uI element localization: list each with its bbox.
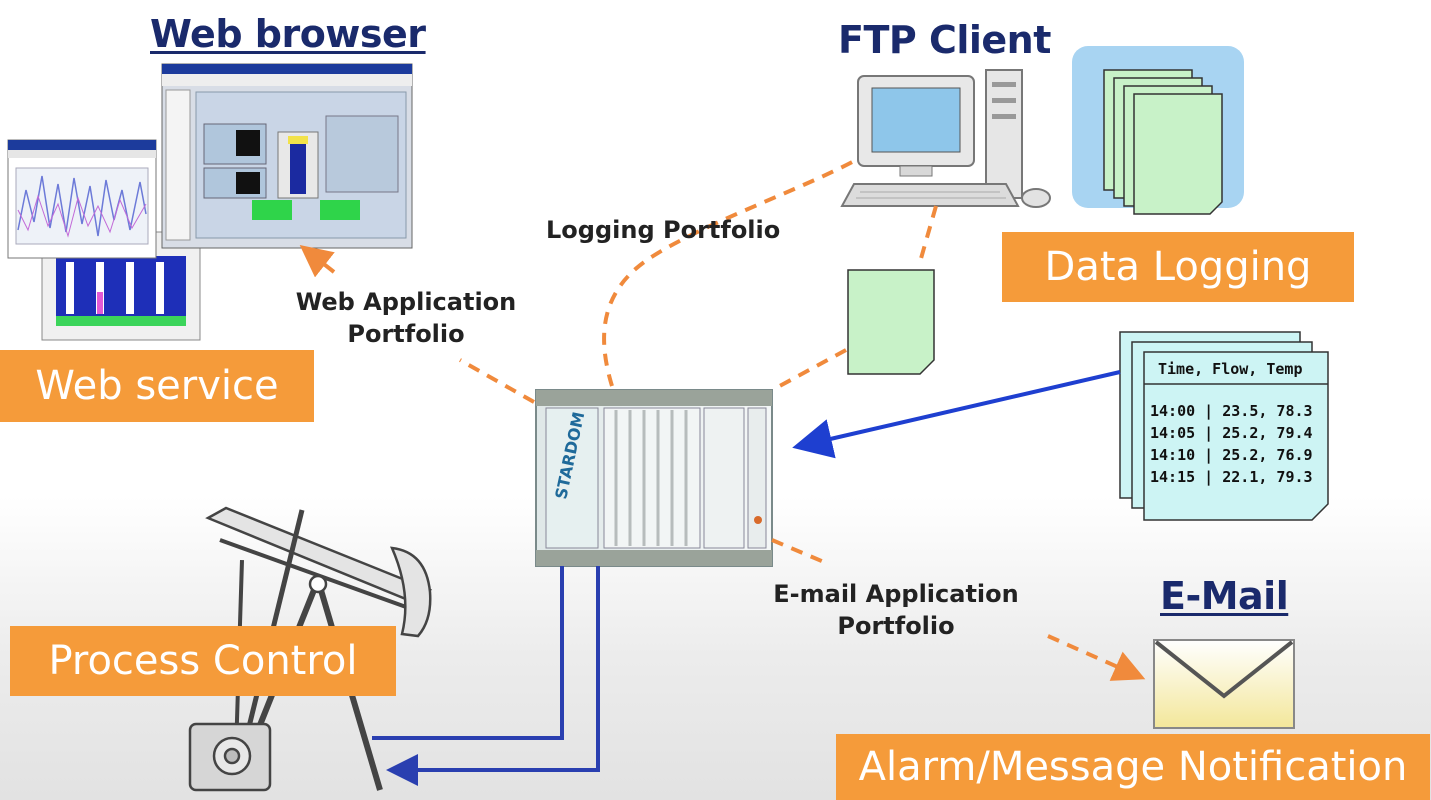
browser-window-icon — [7, 63, 413, 341]
web-browser-heading: Web browser — [150, 12, 426, 56]
data-sheet-row: 14:00 | 23.5, 78.3 — [1150, 402, 1313, 420]
email-heading: E-Mail — [1160, 574, 1289, 618]
email-app-label-line1: E-mail Application — [773, 580, 1019, 608]
envelope-icon — [1153, 639, 1295, 729]
data-sheet-row: 14:15 | 22.1, 79.3 — [1150, 468, 1313, 486]
email-app-label-line2: Portfolio — [837, 612, 955, 640]
web-app-portfolio-label: Web Application Portfolio — [286, 286, 526, 350]
data-sheet-row: 14:10 | 25.2, 76.9 — [1150, 446, 1313, 464]
connector-file-plc — [775, 348, 847, 390]
logging-portfolio-label: Logging Portfolio — [546, 216, 781, 244]
log-file-icon — [847, 269, 935, 375]
alarm-notification-box: Alarm/Message Notification — [836, 734, 1430, 800]
web-service-box: Web service — [0, 350, 314, 422]
process-control-box: Process Control — [10, 626, 396, 696]
plc-controller-icon: STARDOM — [535, 389, 773, 567]
connector-email-arrow — [1047, 634, 1146, 681]
connector-email-app — [771, 538, 825, 564]
data-logging-box: Data Logging — [1002, 232, 1354, 302]
oil-pump-jack-icon — [188, 506, 433, 792]
ftp-client-heading: FTP Client — [838, 18, 1051, 62]
data-sheet-rows: 14:00 | 23.5, 78.3 14:05 | 25.2, 79.4 14… — [1150, 400, 1313, 488]
connector-web-app — [459, 358, 535, 404]
web-app-label-line2: Portfolio — [347, 320, 465, 348]
data-sheet-row: 14:05 | 25.2, 79.4 — [1150, 424, 1313, 442]
email-app-portfolio-label: E-mail Application Portfolio — [760, 578, 1032, 642]
data-sheet-header: Time, Flow, Temp — [1158, 360, 1303, 378]
control-wires — [372, 566, 600, 786]
connector-web-app-upper — [299, 245, 336, 278]
connector-ftp-file — [918, 205, 938, 263]
data-sheet-stack — [1119, 331, 1329, 521]
document-stack-icon — [1072, 46, 1244, 215]
web-app-label-line1: Web Application — [295, 288, 517, 316]
connector-data-sheet — [792, 370, 1121, 459]
connector-logging-portfolio — [602, 158, 857, 387]
desktop-computer-icon — [840, 69, 1051, 208]
